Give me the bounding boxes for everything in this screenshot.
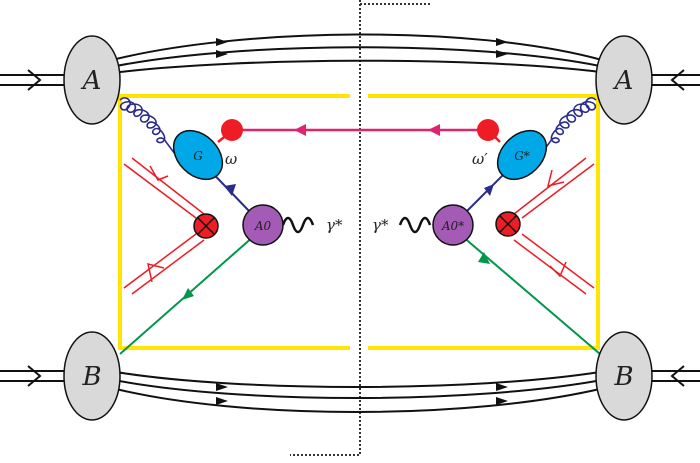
spectator-lines-bottom	[111, 371, 605, 413]
blob-label-b-left: B	[81, 362, 101, 392]
photon-line-left	[281, 216, 315, 234]
antiquark-line-left	[119, 235, 255, 355]
photon-vertex-right: A0*	[432, 204, 474, 246]
omega-dot-left	[217, 119, 243, 143]
soft-vertex-left	[193, 213, 219, 239]
antiquark-line-right	[461, 235, 601, 355]
hadron-blob-a-left: A	[63, 35, 121, 125]
gluon-vertex-right: G*	[496, 129, 548, 181]
gluon-vertex-left: G	[172, 129, 224, 181]
vertex-label-g-left: G	[193, 149, 203, 163]
gamma-label-right: γ*	[372, 216, 389, 234]
gluon-line-left	[119, 97, 179, 159]
omega-dot-right	[477, 119, 501, 143]
photon-line-right	[398, 216, 432, 234]
soft-lines-right	[513, 157, 595, 295]
photon-vertex-left: A0	[242, 204, 284, 246]
soft-lines-left	[123, 157, 205, 295]
gamma-label-left: γ*	[326, 216, 343, 234]
spectator-lines-top	[111, 33, 603, 73]
blob-label-b-right: B	[613, 362, 633, 392]
hadron-blob-b-right: B	[595, 331, 653, 421]
yellow-frame	[118, 94, 600, 350]
omega-label-left: ω	[225, 150, 237, 168]
blob-label-a-left: A	[81, 66, 102, 96]
omega-label-right: ω′	[472, 150, 488, 168]
vertex-label-a0-left: A0	[254, 219, 272, 233]
gluon-line-right	[537, 97, 597, 159]
hadron-blob-a-right: A	[595, 35, 653, 125]
omega-line	[232, 124, 488, 136]
cut-line	[290, 0, 430, 456]
incoming-beam-lines	[0, 69, 700, 387]
soft-vertex-right	[495, 211, 521, 237]
vertex-label-a0-right: A0*	[441, 219, 464, 233]
hadron-blob-b-left: B	[63, 331, 121, 421]
blob-label-a-right: A	[613, 66, 634, 96]
vertex-label-g-right: G*	[514, 149, 530, 163]
